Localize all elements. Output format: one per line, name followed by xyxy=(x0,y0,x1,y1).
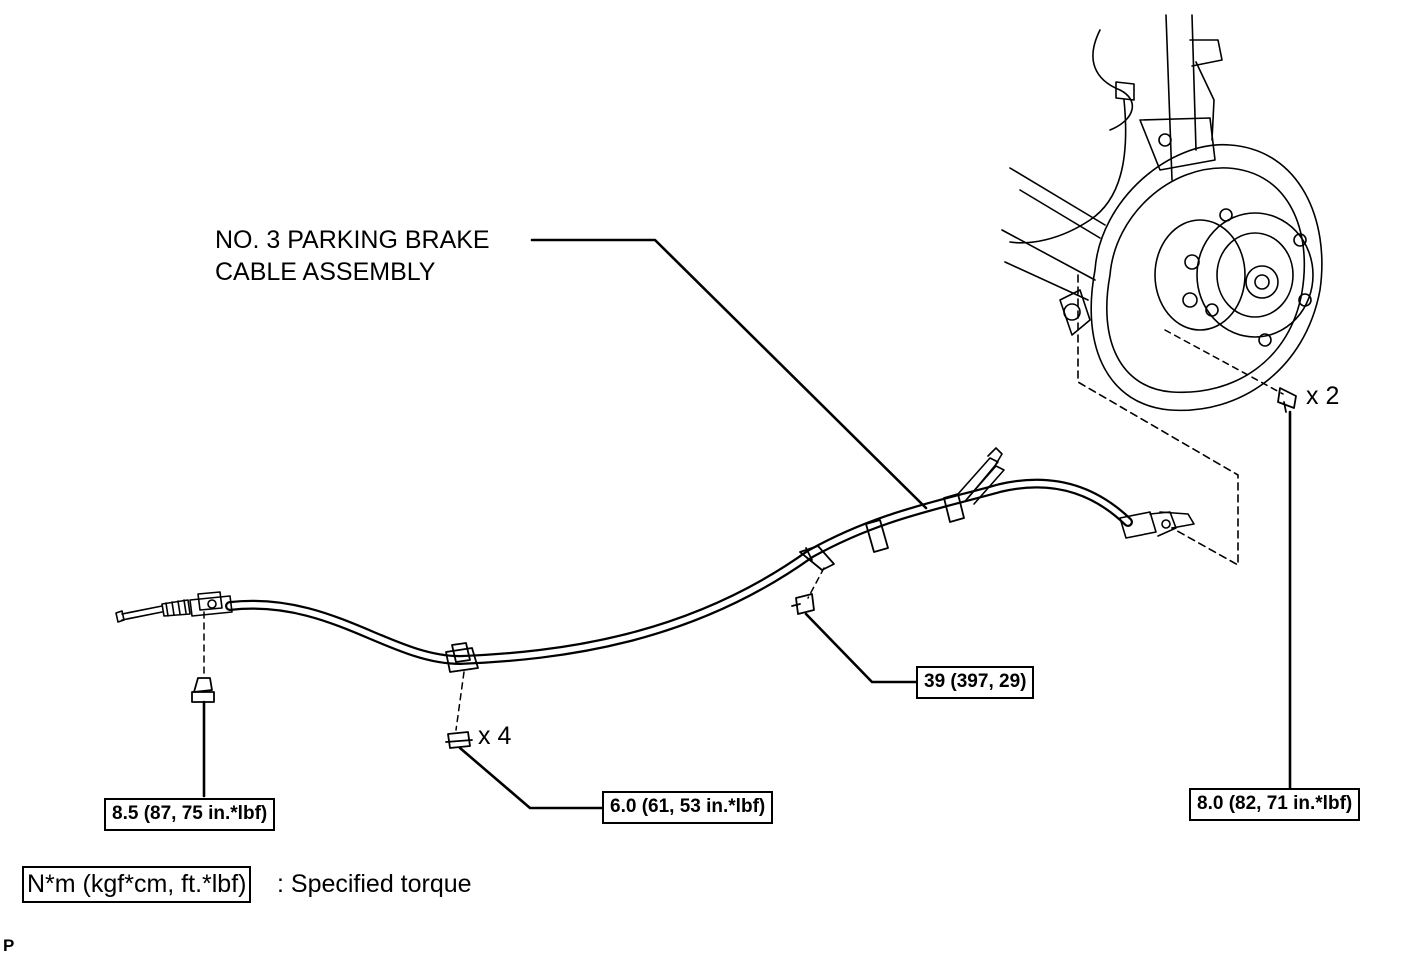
torque-mid-bolt: 39 (397, 29) xyxy=(916,666,1035,699)
torque-hub-bolt: 8.0 (82, 71 in.*lbf) xyxy=(1189,788,1361,821)
front-bolt xyxy=(191,677,215,703)
cable-rear-bracket xyxy=(957,447,1005,505)
legend-units-box: N*m (kgf*cm, ft.*lbf) xyxy=(22,866,252,903)
clip-nut-guide xyxy=(455,671,465,731)
clip-nut xyxy=(445,731,473,749)
clip-nut-quantity: x 4 xyxy=(478,722,512,750)
cable-front-end xyxy=(115,591,233,623)
page-mark: P xyxy=(3,936,15,955)
torque-front-bolt: 8.5 (87, 75 in.*lbf) xyxy=(104,798,276,831)
component-label-line2: CABLE ASSEMBLY xyxy=(215,258,436,286)
mid-bolt xyxy=(791,593,815,615)
component-label-line1: NO. 3 PARKING BRAKE xyxy=(215,226,490,254)
legend-description: : Specified torque xyxy=(277,870,472,898)
hub-bolt-guide xyxy=(1164,329,1284,395)
hub-bolt-quantity: x 2 xyxy=(1306,382,1340,410)
torque-clip-nut: 6.0 (61, 53 in.*lbf) xyxy=(602,791,774,824)
hub-bolt xyxy=(1277,387,1297,413)
leader-lines xyxy=(202,238,1292,810)
wheel-hub-assembly xyxy=(1001,14,1323,412)
parking-brake-cable xyxy=(225,478,1133,665)
cable-end-bracket-outline xyxy=(1077,274,1239,566)
cable-rear-end xyxy=(1119,511,1195,539)
cable-mid-bracket xyxy=(799,545,835,571)
mid-bolt-guide xyxy=(807,567,825,599)
cable-grommet xyxy=(865,493,965,553)
cable-clip-front xyxy=(445,642,479,673)
